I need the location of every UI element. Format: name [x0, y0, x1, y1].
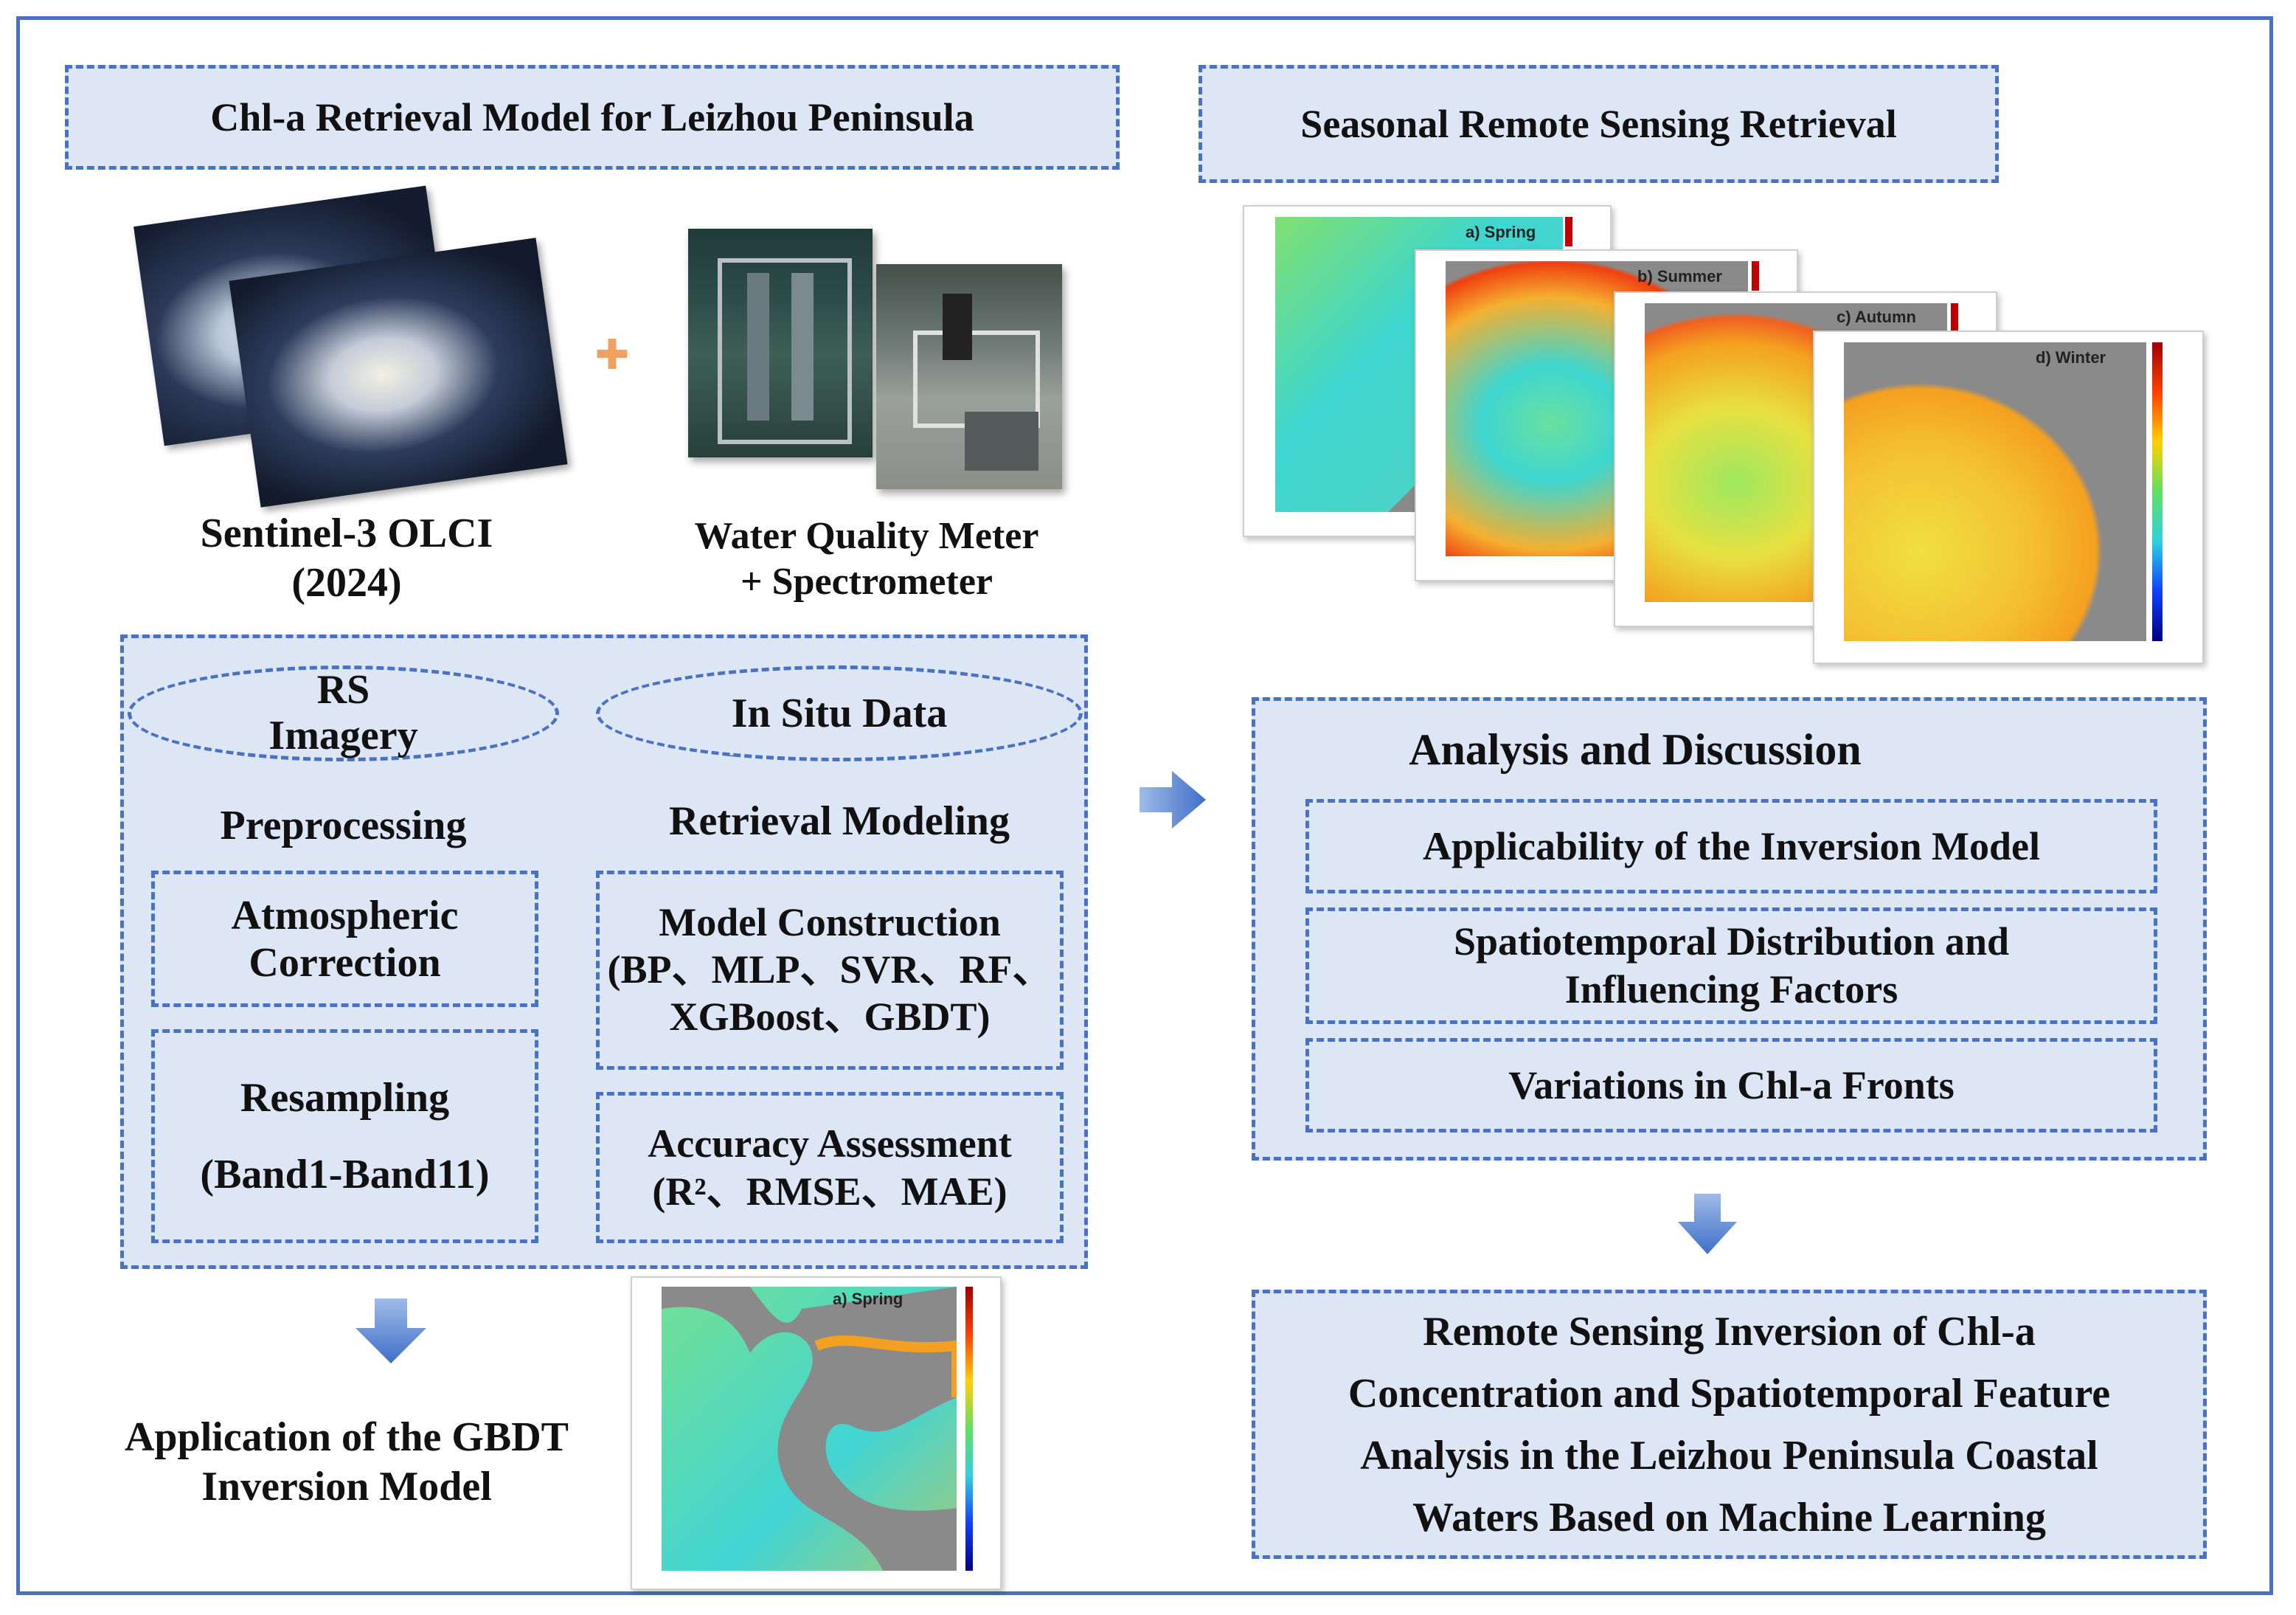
preprocessing-heading: Preprocessing — [220, 803, 467, 848]
right-title-box: Seasonal Remote Sensing Retrieval — [1199, 65, 1999, 183]
right-title: Seasonal Remote Sensing Retrieval — [1300, 102, 1897, 146]
application-label: Application of the GBDT Inversion Model — [124, 1414, 569, 1510]
winter-colorbar — [2152, 342, 2163, 641]
season-map-winter: d) Winter — [1813, 331, 2204, 664]
accuracy-assessment-box: Accuracy Assessment (R²、RMSE、MAE) — [596, 1092, 1064, 1243]
arrow-down-right-icon — [1678, 1194, 1737, 1254]
water-quality-label: Water Quality Meter + Spectrometer — [694, 515, 1039, 604]
left-title-box: Chl-a Retrieval Model for Leizhou Penins… — [65, 65, 1120, 170]
atmospheric-correction-box: Atmospheric Correction — [151, 871, 538, 1007]
arrow-right-icon — [1140, 771, 1206, 829]
spatiotemporal-box: Spatiotemporal Distribution and Influenc… — [1305, 907, 2157, 1024]
summer-colorbar — [1752, 261, 1759, 291]
arrow-down-left-icon — [356, 1298, 426, 1363]
sentinel-label: Sentinel-3 OLCI (2024) — [200, 511, 493, 606]
outer-frame — [16, 16, 2273, 1595]
model-construction-box: Model Construction (BP、MLP、SVR、RF、 XGBoo… — [596, 871, 1064, 1070]
applicability-box: Applicability of the Inversion Model — [1305, 799, 2157, 893]
application-map-image — [662, 1287, 957, 1571]
spring-map-label: a) Spring — [1466, 223, 1536, 241]
application-map-label: a) Spring — [833, 1290, 904, 1308]
application-map: a) Spring — [631, 1276, 1002, 1590]
winter-map-image — [1844, 342, 2146, 641]
plus-symbol: ✚ — [594, 331, 630, 379]
retrieval-modeling-heading: Retrieval Modeling — [669, 798, 1010, 844]
autumn-colorbar — [1951, 303, 1958, 333]
application-map-colorbar — [965, 1287, 973, 1571]
analysis-title: Analysis and Discussion — [1409, 725, 1862, 774]
spectrometer-photo — [876, 264, 1062, 489]
left-title: Chl-a Retrieval Model for Leizhou Penins… — [210, 95, 974, 139]
sentinel-image-front — [229, 238, 568, 508]
autumn-map-label: c) Autumn — [1837, 308, 1916, 326]
resampling-box: Resampling (Band1-Band11) — [151, 1029, 538, 1243]
in-situ-ellipse: In Situ Data — [596, 665, 1083, 761]
summer-map-label: b) Summer — [1637, 267, 1722, 286]
spring-colorbar — [1565, 217, 1572, 246]
water-quality-meter-photo — [688, 229, 873, 457]
conclusion-box: Remote Sensing Inversion of Chl-a Concen… — [1252, 1290, 2207, 1559]
winter-map-label: d) Winter — [2036, 348, 2106, 367]
chl-fronts-box: Variations in Chl-a Fronts — [1305, 1038, 2157, 1132]
